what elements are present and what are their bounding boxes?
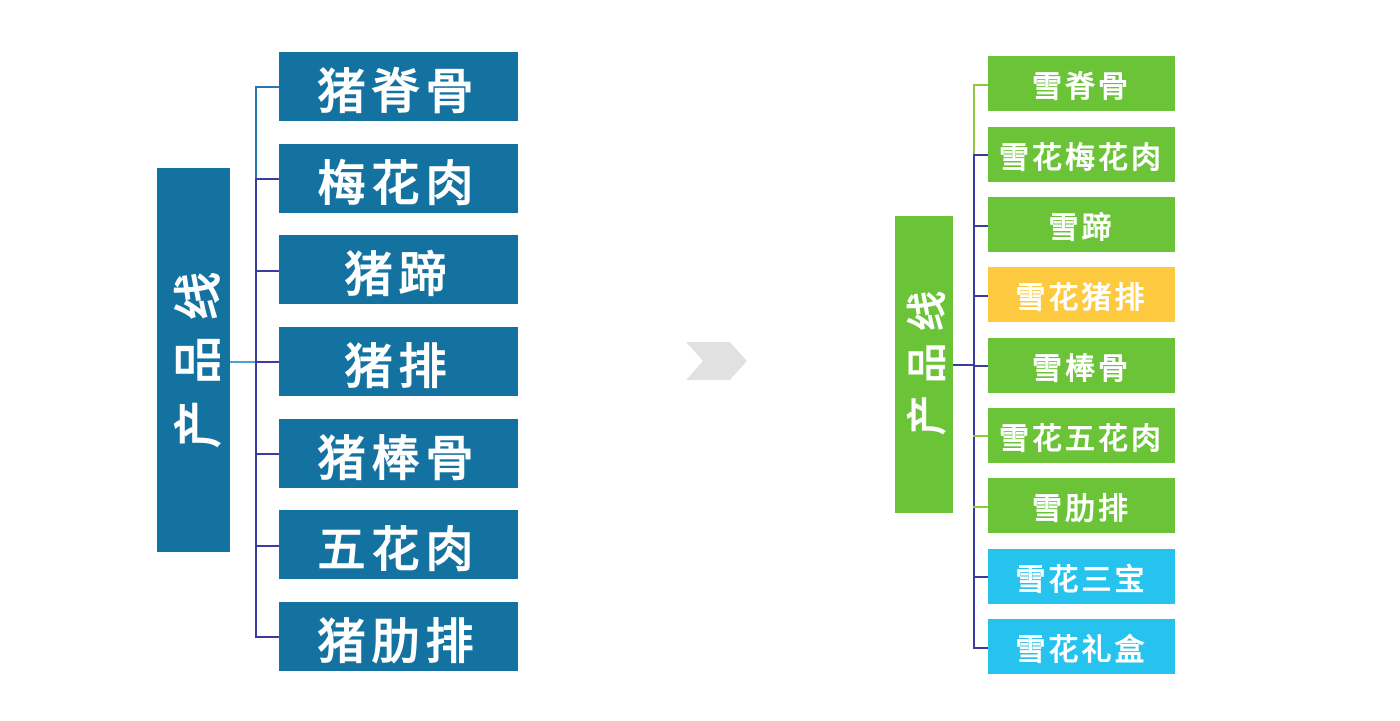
after-item-6-label: 雪花五花肉 <box>999 422 1164 456</box>
after-branch-8 <box>973 576 988 578</box>
after-branch-3 <box>973 225 988 227</box>
before-branch-1 <box>255 86 279 88</box>
before-branch-4 <box>255 361 279 363</box>
after-item-4-label: 雪花猪排 <box>1015 281 1148 315</box>
before-item-1: 猪脊骨 <box>279 52 518 121</box>
after-item-8-label: 雪花三宝 <box>1015 563 1148 597</box>
after-item-7-label: 雪肋排 <box>1032 492 1131 526</box>
before-root-box: 产品线 <box>157 168 230 552</box>
after-branch-9 <box>973 647 988 649</box>
chevron-right-icon <box>686 342 747 380</box>
before-branch-2 <box>255 178 279 180</box>
before-branch-6 <box>255 545 279 547</box>
after-item-9: 雪花礼盒 <box>988 619 1175 674</box>
after-trunk <box>973 154 975 649</box>
before-item-1-label: 猪脊骨 <box>317 65 480 119</box>
after-branch-6 <box>973 435 988 437</box>
after-trunk-top-segment <box>973 84 975 156</box>
after-root-stub <box>953 364 975 366</box>
after-item-8: 雪花三宝 <box>988 549 1175 604</box>
after-item-2: 雪花梅花肉 <box>988 127 1175 182</box>
after-item-6: 雪花五花肉 <box>988 408 1175 463</box>
before-trunk-top-segment <box>255 86 257 178</box>
after-item-1-label: 雪脊骨 <box>1032 70 1131 104</box>
before-item-2-label: 梅花肉 <box>317 157 480 211</box>
before-item-7-label: 猪肋排 <box>317 615 480 669</box>
after-item-4: 雪花猪排 <box>988 267 1175 322</box>
after-item-7: 雪肋排 <box>988 478 1175 533</box>
after-branch-4 <box>973 295 988 297</box>
before-item-4: 猪排 <box>279 327 518 396</box>
before-item-5-label: 猪棒骨 <box>317 432 480 486</box>
after-root-label: 产品线 <box>906 278 950 435</box>
before-item-4-label: 猪排 <box>344 340 453 394</box>
before-trunk <box>255 178 257 638</box>
before-item-6: 五花肉 <box>279 510 518 579</box>
after-root-box: 产品线 <box>895 216 953 513</box>
before-item-5: 猪棒骨 <box>279 419 518 488</box>
after-item-2-label: 雪花梅花肉 <box>999 141 1164 175</box>
after-item-1: 雪脊骨 <box>988 56 1175 111</box>
before-item-6-label: 五花肉 <box>317 523 480 577</box>
after-branch-7 <box>973 506 988 508</box>
before-item-7: 猪肋排 <box>279 602 518 671</box>
after-item-5-label: 雪棒骨 <box>1032 352 1131 386</box>
after-item-3-label: 雪蹄 <box>1048 211 1115 245</box>
after-branch-1 <box>973 84 988 86</box>
before-item-3: 猪蹄 <box>279 235 518 304</box>
after-item-9-label: 雪花礼盒 <box>1015 633 1148 667</box>
after-branch-2 <box>973 154 988 156</box>
before-branch-7 <box>255 636 279 638</box>
after-branch-5 <box>973 365 988 367</box>
before-item-3-label: 猪蹄 <box>344 248 453 302</box>
before-branch-3 <box>255 270 279 272</box>
before-branch-5 <box>255 453 279 455</box>
after-item-5: 雪棒骨 <box>988 338 1175 393</box>
before-root-label: 产品线 <box>172 255 226 449</box>
before-root-stub <box>230 361 257 363</box>
before-item-2: 梅花肉 <box>279 144 518 213</box>
after-item-3: 雪蹄 <box>988 197 1175 252</box>
